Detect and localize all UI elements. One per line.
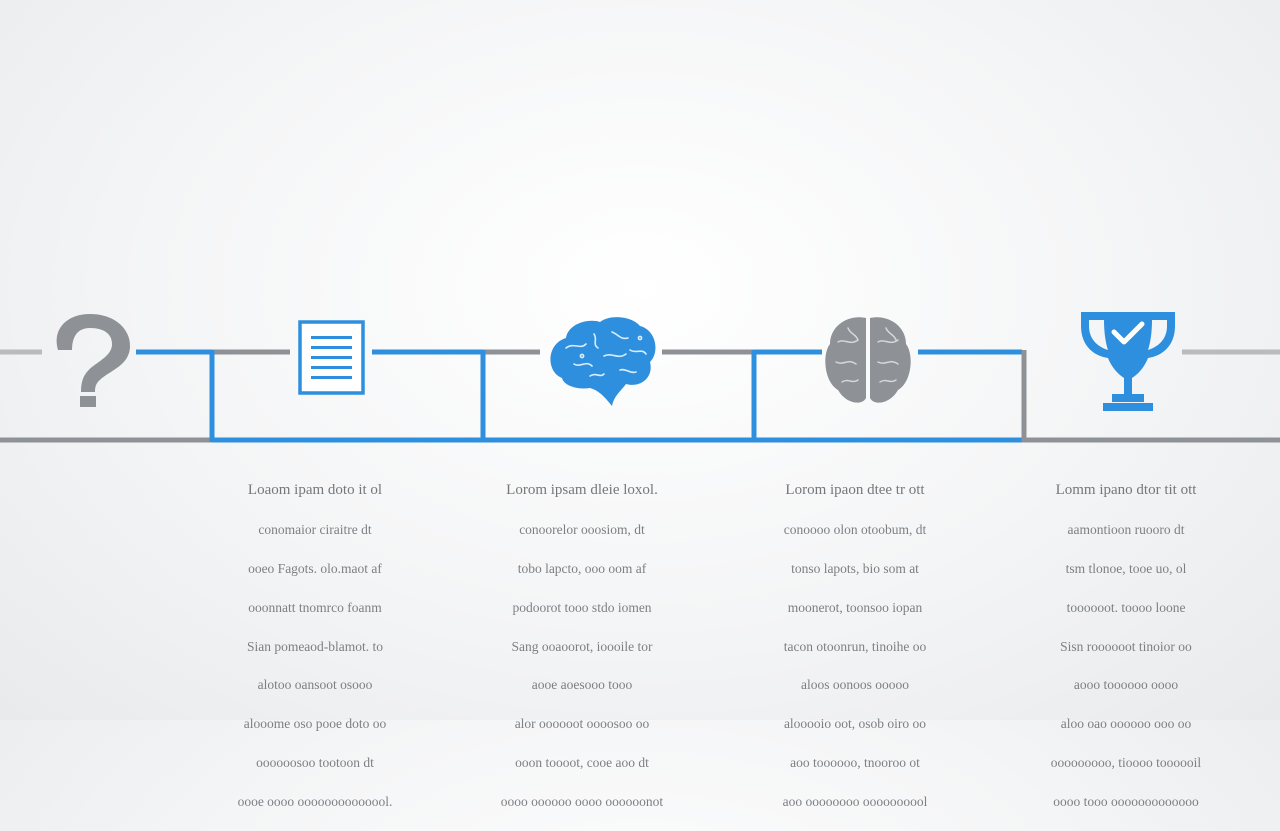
text-line: oooo oooooo oooo oooooonot — [500, 793, 664, 809]
text-line: alooome oso pooe doto oo — [243, 716, 387, 732]
document-icon — [298, 320, 365, 395]
text-line: Loaom ipam doto it ol — [247, 482, 383, 499]
text-line: conoorelor ooosiom, dt — [519, 522, 645, 538]
text-line: tobo lapcto, ooo oom af — [517, 561, 647, 577]
text-line: alotoo oansoot osooo — [257, 677, 373, 693]
text-line: alooooio oot, osob oiro oo — [783, 716, 927, 732]
text-line: moonerot, toonsoo iopan — [787, 599, 923, 615]
text-block-2: Lorom ipsam dleie loxol. conoorelor ooos… — [482, 462, 682, 831]
text-line: oooo tooo ooooooooooooo — [1053, 793, 1199, 809]
text-line: oooooosoo tootoon dt — [256, 755, 374, 771]
text-line: conomaior ciraitre dt — [258, 522, 372, 538]
text-line: podoorot tooo stdo iomen — [512, 599, 652, 615]
text-line: aoo toooooo, tnooroo ot — [790, 755, 920, 771]
text-line: Lorom ipsam dleie loxol. — [506, 482, 658, 499]
text-block-4: Lomm ipano dtor tit ott aamontioon ruoor… — [1026, 462, 1226, 831]
text-line: ooeo Fagots. olo.maot af — [248, 561, 382, 577]
text-line: conoooo olon otoobum, dt — [783, 522, 927, 538]
text-line: Sang ooaoorot, ioooile tor — [511, 638, 653, 654]
text-line: Lomm ipano dtor tit ott — [1055, 482, 1197, 499]
text-line: alor oooooot oooosoo oo — [514, 716, 650, 732]
text-line: aamontioon ruooro dt — [1067, 522, 1185, 538]
text-line: aloos oonoos ooooo — [801, 677, 909, 693]
text-line: tonso lapots, bio som at — [791, 561, 919, 577]
text-line: ooon toooot, cooe aoo dt — [515, 755, 649, 771]
text-line: Sisn roooooot tinoior oo — [1060, 638, 1192, 654]
trophy-check-icon — [1081, 312, 1175, 411]
text-block-1: Loaom ipam doto it ol conomaior ciraitre… — [215, 462, 415, 831]
text-line: ooonnatt tnomrco foanm — [248, 599, 382, 615]
brain-icon-gray — [825, 317, 911, 403]
text-line: aloo oao oooooo ooo oo — [1060, 716, 1192, 732]
text-line: aoo oooooooo oooooooool — [782, 793, 928, 809]
connector-lines — [0, 349, 1280, 443]
text-line: aooe aoesooo tooo — [531, 677, 633, 693]
text-line: oooe oooo oooooooooooool. — [237, 793, 393, 809]
text-line: tsm tlonoe, tooe uo, ol — [1065, 561, 1187, 577]
text-block-3: Lorom ipaon dtee tr ott conoooo olon oto… — [755, 462, 955, 831]
text-line: aooo toooooo oooo — [1073, 677, 1179, 693]
question-mark-icon — [56, 314, 130, 407]
text-line: toooooot. toooo loone — [1066, 599, 1186, 615]
text-line: Lorom ipaon dtee tr ott — [785, 482, 925, 499]
process-diagram — [0, 312, 1280, 443]
text-line: Sian pomeaod-blamot. to — [246, 638, 384, 654]
text-line: tacon otoonrun, tinoihe oo — [783, 638, 927, 654]
text-line: ooooooooo, tioooo toooooil — [1050, 755, 1202, 771]
brain-icon-blue — [550, 317, 656, 406]
